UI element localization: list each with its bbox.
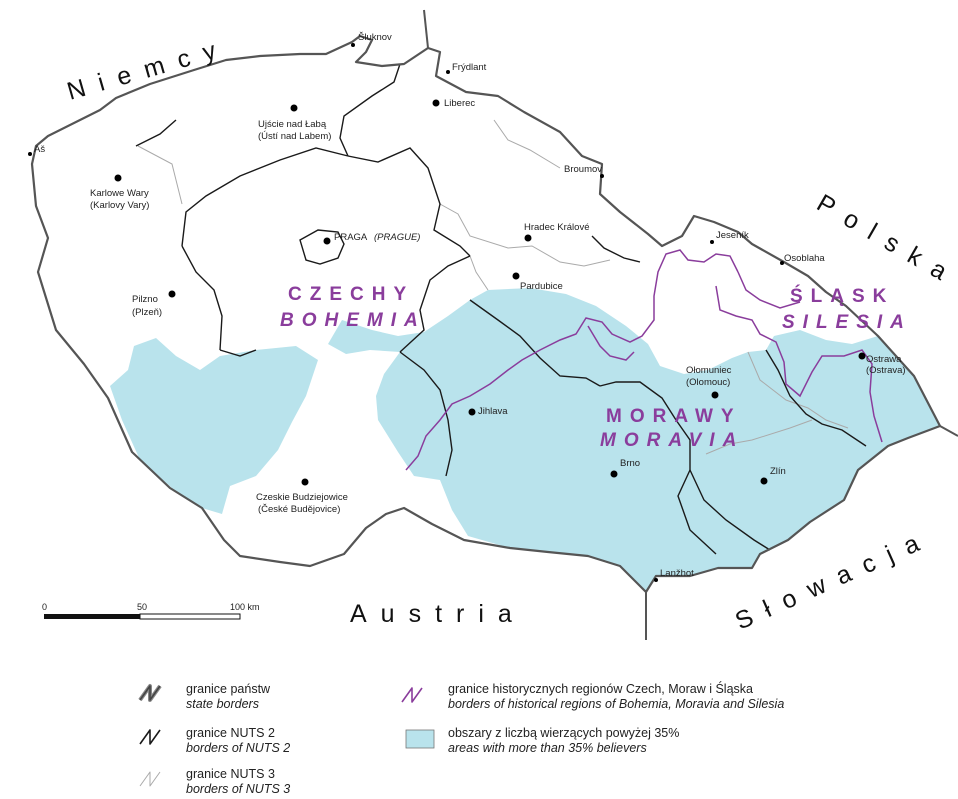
historical-borders [405, 249, 883, 471]
city-label-frydlant: Frýdlant [452, 62, 487, 73]
city-label-budejovice-1: Czeskie Budziejowice [256, 492, 348, 503]
legend-historical-symbol [401, 687, 423, 703]
region-moravia-label: MORAVIA [600, 430, 744, 451]
city-dot-usti [290, 104, 298, 112]
border-line-north [423, 9, 429, 49]
city-markers [28, 43, 866, 582]
city-dot-hradec [524, 234, 532, 242]
city-dot-jesenik [710, 240, 714, 244]
city-dot-budejovice [301, 478, 309, 486]
legend-nuts3-symbol [139, 771, 161, 787]
city-label-hradec: Hradec Králové [524, 222, 589, 233]
nuts2-borders [135, 63, 867, 555]
city-label-as: Aš [34, 144, 45, 155]
city-dot-praha [323, 237, 331, 245]
city-dot-ostrava [858, 352, 866, 360]
city-label-brno: Brno [620, 458, 640, 469]
city-dot-frydlant [446, 70, 450, 74]
region-morawy-label: MORAWY [606, 406, 742, 427]
legend-believers-en: areas with more than 35% believers [448, 741, 647, 755]
city-label-jesenik: Jeseník [716, 230, 749, 241]
legend-believers-pl: obszary z liczbą wierzących powyżej 35% [448, 726, 679, 740]
country-austria-label: Austria [350, 600, 526, 628]
scale-label-fifty: 50 [137, 602, 147, 612]
city-label-praha-1: PRAGA [334, 232, 368, 243]
prague-boundary [299, 229, 345, 265]
city-dot-jihlava [468, 408, 476, 416]
legend-nuts3-en: borders of NUTS 3 [186, 782, 290, 796]
city-dot-broumov [600, 174, 604, 178]
legend-historical-pl: granice historycznych regionów Czech, Mo… [448, 681, 753, 696]
border-line-east [939, 425, 958, 437]
city-label-olomouc-2: (Olomouc) [686, 377, 730, 388]
city-label-zlin: Zlín [770, 466, 786, 477]
city-dot-brno [610, 470, 618, 478]
region-czechy-label: CZECHY [288, 284, 414, 305]
city-label-usti-1: Ujście nad Łabą [258, 119, 327, 130]
scale-label-hundred: 100 km [230, 602, 260, 612]
city-dot-pardubice [512, 272, 520, 280]
country-poland-label: Polska [812, 189, 958, 293]
believers-area-bohemia-west [110, 338, 318, 514]
city-label-pardubice: Pardubice [520, 281, 563, 292]
legend-state-en: state borders [186, 697, 259, 711]
city-label-karlovy-1: Karlowe Wary [90, 188, 149, 199]
state-border [30, 34, 942, 594]
city-label-plzen-2: (Plzeň) [132, 307, 162, 318]
legend-state-pl: granice państw [186, 682, 271, 696]
city-label-jihlava: Jihlava [478, 406, 508, 417]
city-dot-zlin [760, 477, 768, 485]
scale-label-zero: 0 [42, 602, 47, 612]
city-label-karlovy-2: (Karlovy Vary) [90, 200, 149, 211]
legend-nuts3-pl: granice NUTS 3 [186, 767, 275, 781]
city-dot-lanzhot [654, 578, 658, 582]
city-dot-osoblaha [780, 261, 784, 265]
legend-believers-swatch [405, 729, 435, 749]
region-bohemia-label: BOHEMIA [280, 310, 426, 331]
city-label-lanzhot: Lanžhot [660, 568, 694, 579]
believers-area-main [328, 288, 940, 592]
city-label-ostrava-2: (Ostrava) [866, 365, 906, 376]
city-label-sluknov: Šluknov [358, 32, 392, 43]
city-dot-karlovy [114, 174, 122, 182]
city-label-plzen-1: Pilzno [132, 294, 158, 305]
city-label-olomouc-1: Ołomuniec [686, 365, 732, 376]
legend: granice państw state borders granice NUT… [138, 681, 784, 796]
city-dot-olomouc [711, 391, 719, 399]
city-dot-plzen [168, 290, 176, 298]
scale-bar: 0 50 100 km [42, 602, 260, 620]
city-label-ostrava-1: Ostrawa [866, 354, 902, 365]
legend-historical-en: borders of historical regions of Bohemia… [448, 697, 784, 711]
region-slask-label: ŚLĄSK [790, 285, 894, 307]
region-silesia-label: SILESIA [782, 312, 912, 333]
city-label-liberec: Liberec [444, 98, 475, 109]
legend-nuts2-pl: granice NUTS 2 [186, 726, 275, 740]
city-label-broumov: Broumov [564, 164, 602, 175]
city-label-praha-2: (PRAGUE) [374, 232, 420, 243]
legend-nuts2-symbol [139, 729, 161, 745]
city-dot-as [28, 152, 32, 156]
city-label-budejovice-2: (České Budějovice) [258, 504, 340, 515]
city-dot-liberec [432, 99, 440, 107]
city-label-osoblaha: Osoblaha [784, 253, 825, 264]
city-label-usti-2: (Ústí nad Labem) [258, 131, 331, 142]
city-dot-sluknov [351, 43, 355, 47]
legend-nuts2-en: borders of NUTS 2 [186, 741, 290, 755]
